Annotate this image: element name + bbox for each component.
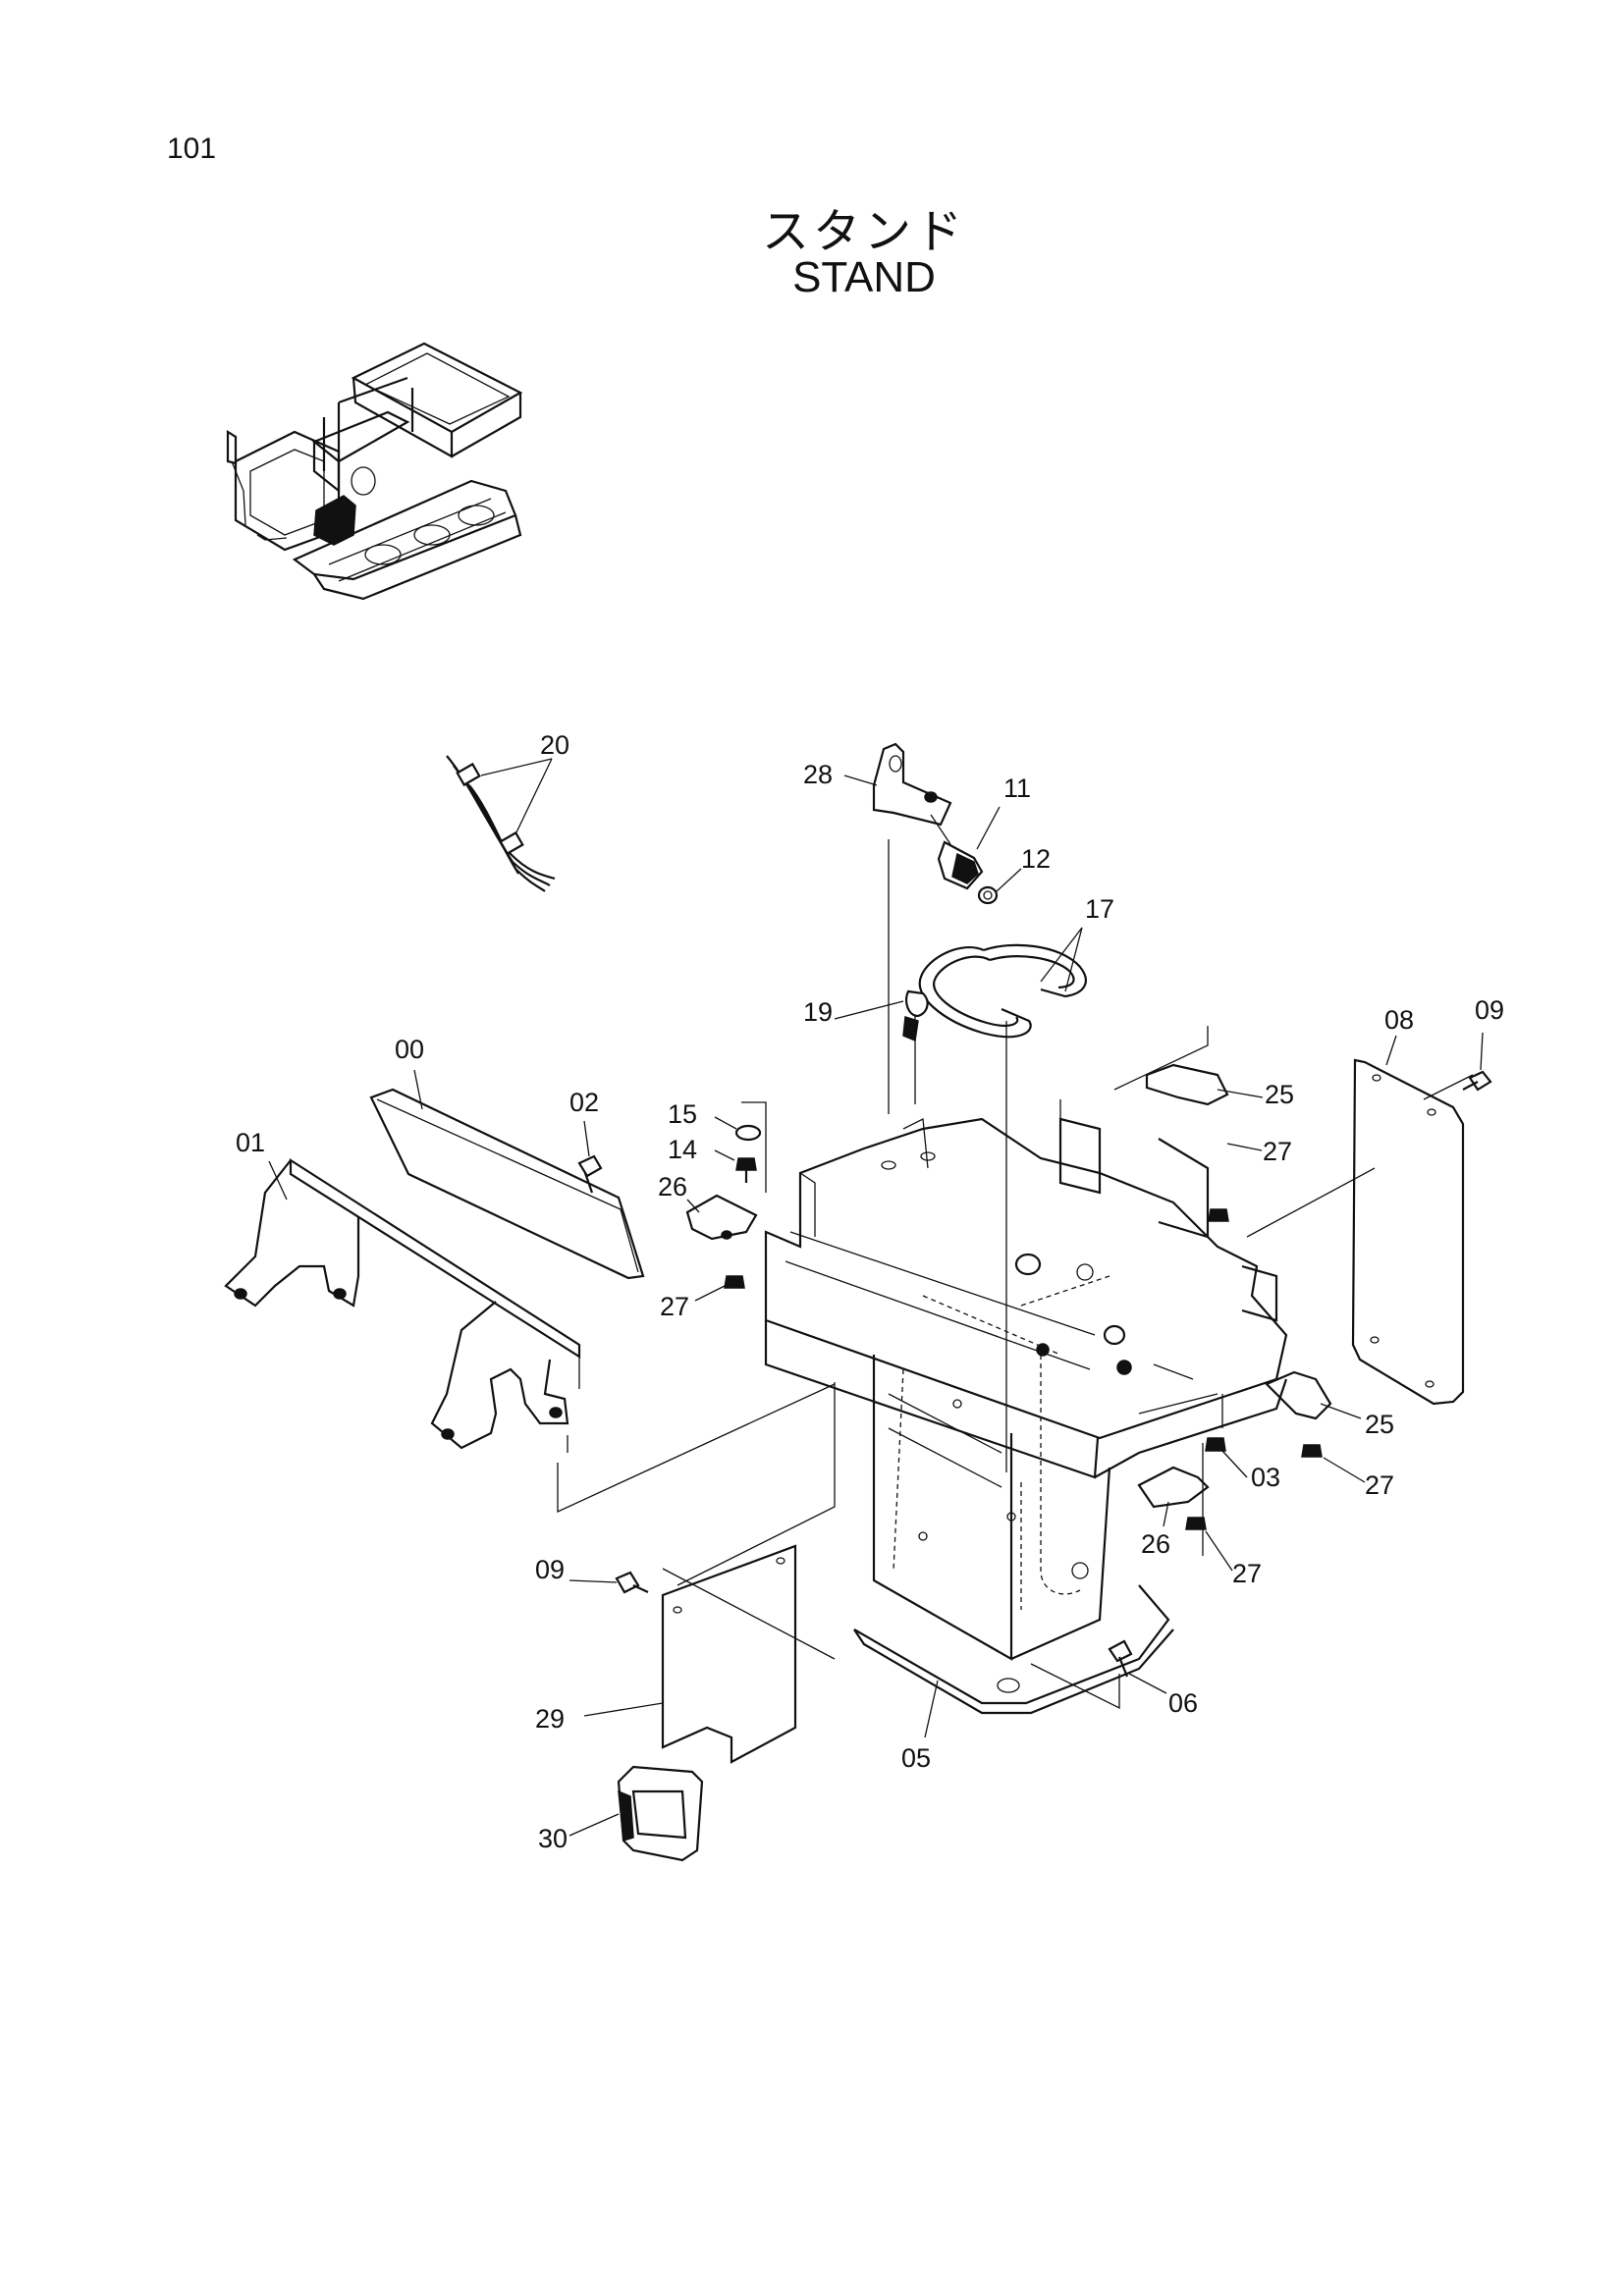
callout-leaders [268,774,1484,1837]
callout-01: 01 [236,1128,265,1157]
callout-25-top: 25 [1265,1080,1294,1109]
assembly-lines [557,839,1474,1710]
callout-00: 00 [395,1035,424,1064]
part-20-wire-harness [446,755,556,892]
callout-06: 06 [1168,1688,1198,1718]
callout-27-bottom: 27 [1232,1559,1262,1588]
page-title-japanese: スタンド [761,204,966,259]
part-17-handle-frame [918,927,1087,1039]
part-19-clip [902,989,929,1042]
callout-12: 12 [1021,844,1051,874]
callout-02: 02 [569,1088,599,1117]
callout-15: 15 [668,1099,697,1129]
callout-26-left: 26 [658,1172,687,1201]
callout-25-bottom: 25 [1365,1410,1394,1439]
callout-05: 05 [901,1743,931,1773]
callout-09-bottom: 09 [535,1555,565,1584]
part-08-side-cover [1351,1058,1465,1406]
part-12-nut [977,885,999,905]
fasteners [615,1063,1492,1678]
callout-09-top: 09 [1475,995,1504,1025]
callout-17: 17 [1085,894,1114,924]
part-05-stand-body [764,1099,1288,1715]
part-30-grommet [617,1765,704,1862]
callout-11: 11 [1003,774,1031,803]
part-28-switch-bracket [872,742,952,827]
callout-27-left: 27 [660,1292,689,1321]
page-title-english: STAND [792,253,936,301]
part-01-bracket [224,1157,581,1453]
part-29-panel [661,1544,797,1764]
callout-27-top-right: 27 [1263,1137,1292,1166]
callout-26-bottom: 26 [1141,1529,1170,1559]
callout-29: 29 [535,1704,565,1734]
part-11-switch [930,814,984,890]
callout-labels: 00 01 02 03 05 06 08 09 09 11 12 14 15 1… [236,730,1504,1853]
callout-08: 08 [1384,1005,1414,1035]
callout-19: 19 [803,997,833,1027]
callout-14: 14 [668,1135,697,1164]
callout-28: 28 [803,760,833,789]
part-00-cover-plate [369,1088,645,1280]
vehicle-key-illustration [226,342,523,601]
part-02-bolt [577,1120,603,1194]
callout-27-right: 27 [1365,1470,1394,1500]
page-number: 101 [167,133,217,165]
callout-20: 20 [540,730,569,760]
callout-03: 03 [1251,1463,1280,1492]
callout-30: 30 [538,1824,568,1853]
